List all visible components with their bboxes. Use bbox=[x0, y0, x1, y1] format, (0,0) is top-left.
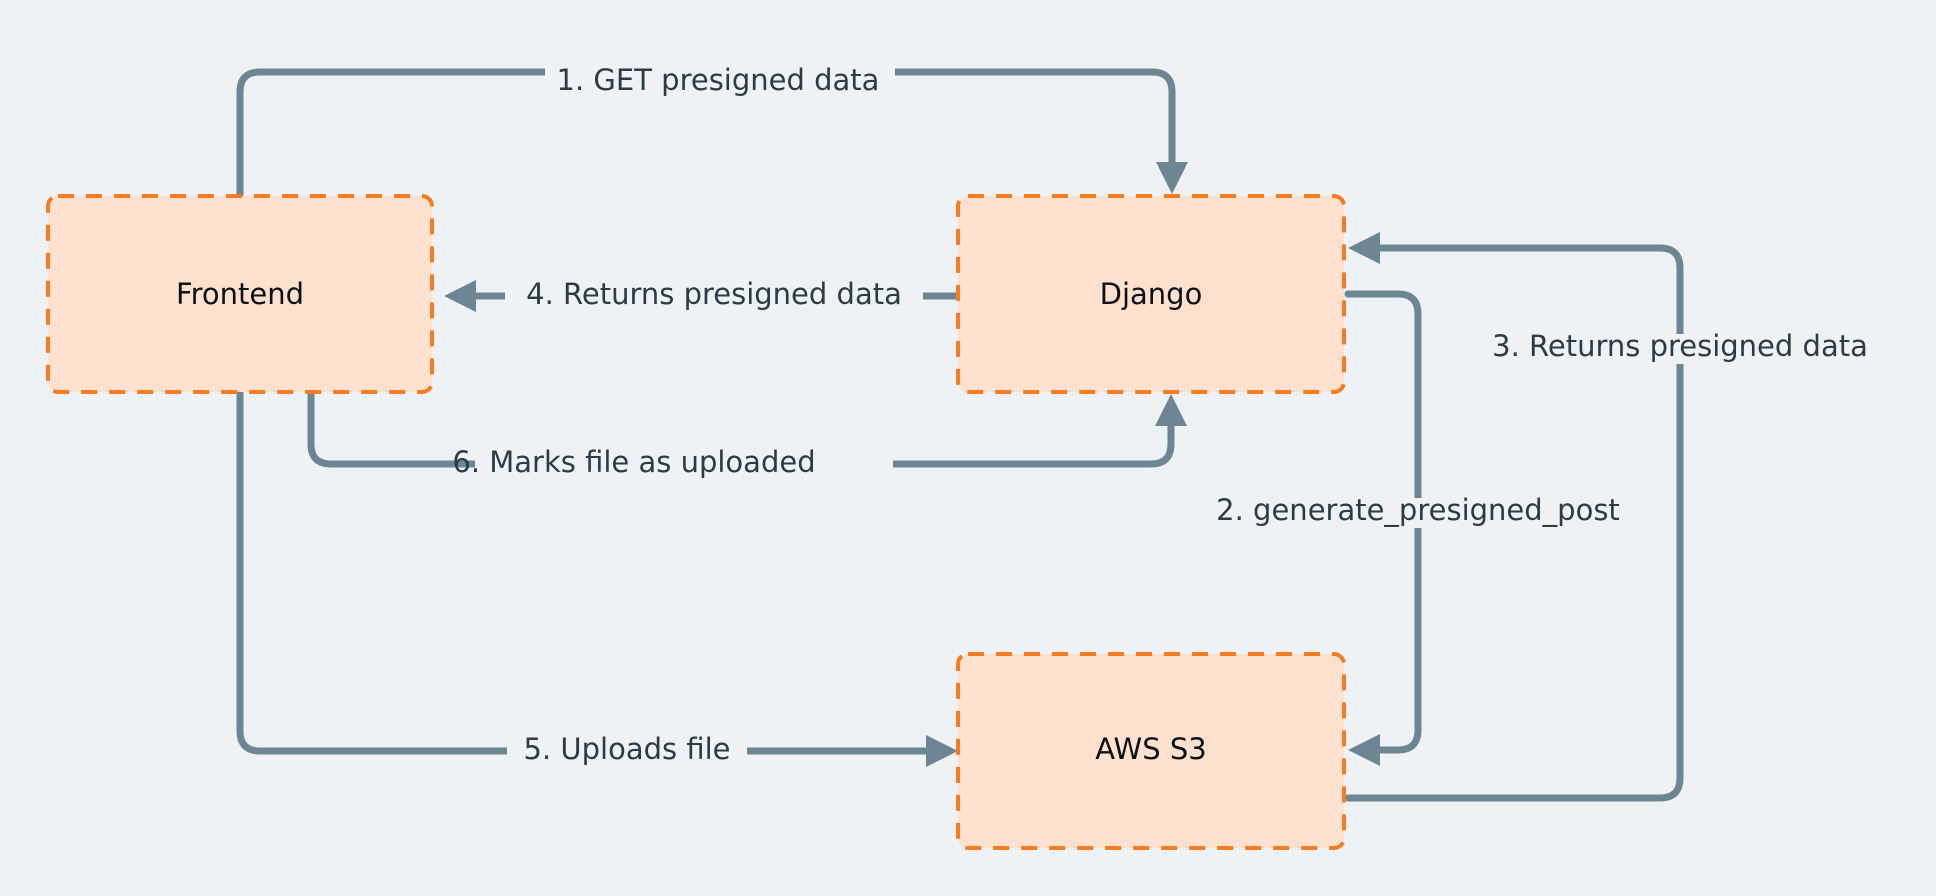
edge-5-label-backing bbox=[507, 737, 747, 767]
edge-1-arrowhead bbox=[1156, 162, 1188, 194]
edge-3-arrowhead bbox=[1348, 232, 1380, 264]
node-aws-s3-label: AWS S3 bbox=[1095, 732, 1206, 766]
edge-2-generate-presigned-post: 2. generate_presigned_post bbox=[1190, 290, 1648, 766]
edge-6-label-backing bbox=[475, 450, 893, 480]
edge-3-returns-presigned-data: 3. Returns presigned data bbox=[1344, 232, 1882, 802]
edge-5-arrowhead bbox=[926, 735, 958, 767]
node-django[interactable]: Django bbox=[956, 194, 1346, 394]
edge-1-label: 1. GET presigned data bbox=[557, 63, 880, 97]
edge-4-returns-presigned-data: 4. Returns presigned data bbox=[444, 277, 962, 312]
edge-6-arrowhead bbox=[1155, 394, 1187, 426]
edge-3-label: 3. Returns presigned data bbox=[1492, 329, 1868, 363]
edge-1-label-backing bbox=[545, 60, 895, 90]
node-aws-s3[interactable]: AWS S3 bbox=[956, 652, 1346, 850]
edge-2-label-backing bbox=[1190, 498, 1648, 528]
edge-5-line bbox=[236, 388, 938, 755]
edge-2-label: 2. generate_presigned_post bbox=[1216, 493, 1620, 527]
edge-6-label: 6. Marks file as uploaded bbox=[452, 445, 815, 479]
edge-2-arrowhead bbox=[1348, 734, 1380, 766]
node-aws-s3-box[interactable] bbox=[956, 652, 1346, 850]
node-frontend[interactable]: Frontend bbox=[46, 194, 434, 394]
edge-4-label: 4. Returns presigned data bbox=[526, 277, 902, 311]
node-frontend-box[interactable] bbox=[46, 194, 434, 394]
node-frontend-label: Frontend bbox=[176, 277, 304, 311]
edge-4-label-backing bbox=[505, 282, 923, 312]
edge-5-uploads-file: 5. Uploads file bbox=[236, 388, 958, 767]
edge-3-label-backing bbox=[1478, 334, 1882, 364]
edge-4-arrowhead bbox=[444, 280, 476, 312]
node-django-label: Django bbox=[1100, 277, 1203, 311]
node-django-box[interactable] bbox=[956, 194, 1346, 394]
edge-1-get-presigned-data: 1. GET presigned data bbox=[236, 60, 1188, 200]
edge-3-line bbox=[1344, 244, 1684, 802]
edge-6-marks-file-as-uploaded: 6. Marks file as uploaded bbox=[307, 388, 1187, 480]
edge-5-label: 5. Uploads file bbox=[524, 732, 731, 766]
